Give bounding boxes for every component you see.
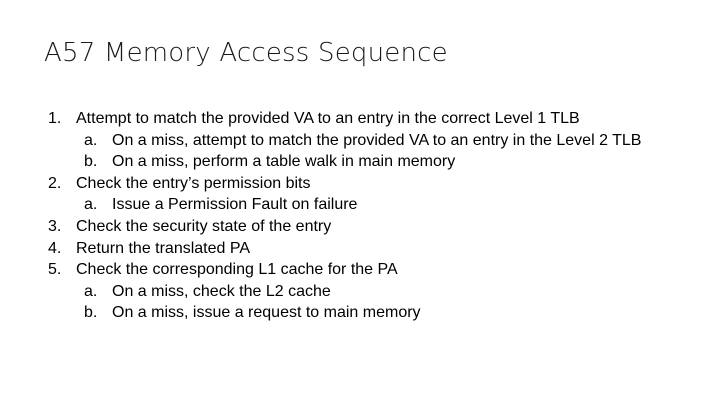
list-item-text: Check the corresponding L1 cache for the… xyxy=(76,261,398,279)
list-marker: 1. xyxy=(48,110,62,127)
list-item-text: Return the translated PA xyxy=(76,239,251,257)
sub-list-item-text: On a miss, attempt to match the provided… xyxy=(112,131,642,149)
sub-list-marker: b. xyxy=(84,153,98,171)
sub-list-item: a. On a miss, check the L2 cache xyxy=(48,281,688,303)
sub-list-marker: a. xyxy=(84,131,98,149)
sub-list-item-text: On a miss, issue a request to main memor… xyxy=(112,304,421,322)
sub-list-item-text: On a miss, perform a table walk in main … xyxy=(112,153,456,171)
sub-list-item-text: On a miss, check the L2 cache xyxy=(112,282,331,300)
list-item-text: Check the entry’s permission bits xyxy=(76,174,311,192)
sub-list-marker: a. xyxy=(84,282,98,300)
sub-list-marker: b. xyxy=(84,304,98,322)
numbered-list: 1. Attempt to match the provided VA to a… xyxy=(48,108,688,324)
list-item: 1. Attempt to match the provided VA to a… xyxy=(48,108,688,130)
list-item-text: Check the security state of the entry xyxy=(76,217,332,235)
list-item: 2. Check the entry’s permission bits xyxy=(48,173,688,195)
list-item: 4. Return the translated PA xyxy=(48,238,688,260)
list-marker: 4. xyxy=(48,239,62,257)
sub-list-item: b. On a miss, perform a table walk in ma… xyxy=(48,151,688,173)
list-marker: 5. xyxy=(48,261,62,279)
list-marker: 3. xyxy=(48,217,62,235)
list-item: 5. Check the corresponding L1 cache for … xyxy=(48,259,688,281)
list-marker: 2. xyxy=(48,174,62,192)
sub-list-item: b. On a miss, issue a request to main me… xyxy=(48,302,688,324)
slide-title: A57 Memory Access Sequence xyxy=(44,38,448,68)
list-item: 3. Check the security state of the entry xyxy=(48,216,688,238)
list-item-text: Attempt to match the provided VA to an e… xyxy=(76,110,580,127)
sub-list-marker: a. xyxy=(84,196,98,214)
sub-list-item: a. Issue a Permission Fault on failure xyxy=(48,194,688,216)
sub-list-item: a. On a miss, attempt to match the provi… xyxy=(48,130,688,152)
sub-list-item-text: Issue a Permission Fault on failure xyxy=(112,196,358,214)
